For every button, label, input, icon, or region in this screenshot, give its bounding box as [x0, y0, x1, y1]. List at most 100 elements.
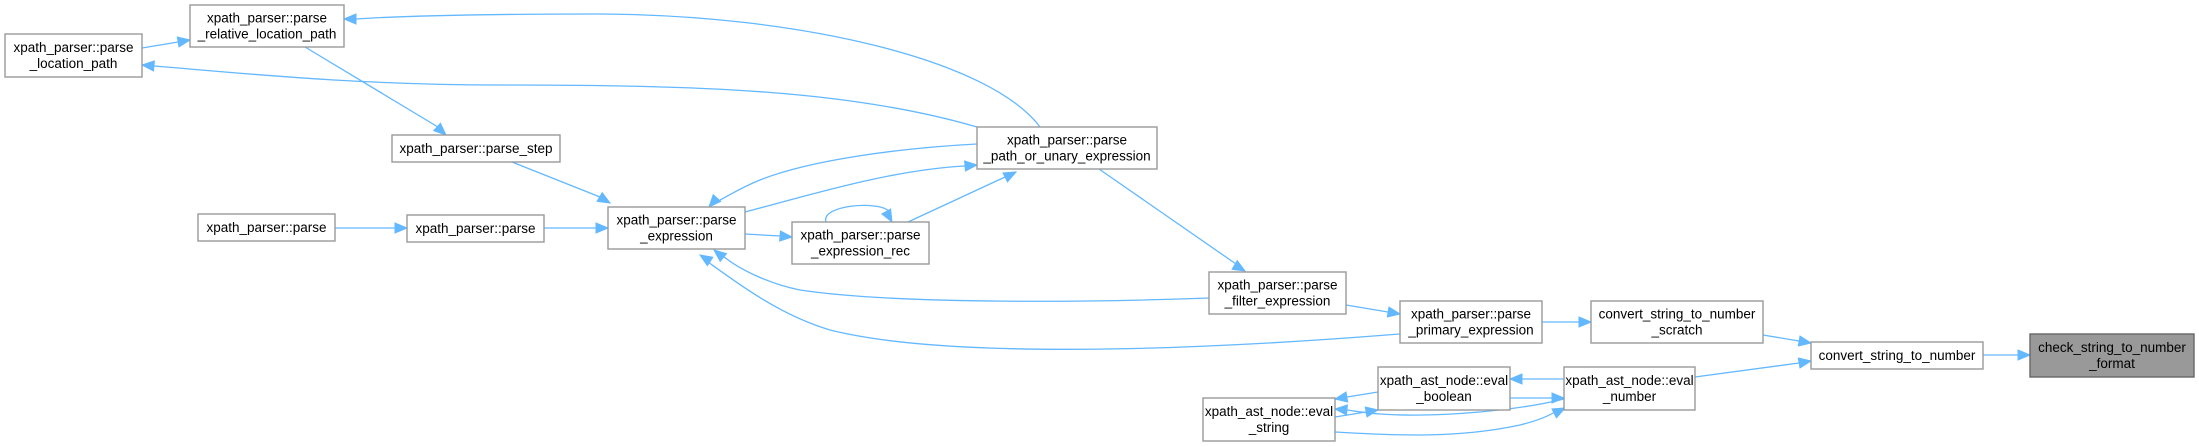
- node-box: [607, 206, 746, 250]
- edge-line: [744, 165, 966, 213]
- node-box: [976, 126, 1158, 170]
- arrowhead-icon: [1797, 357, 1813, 369]
- edge-line: [1346, 391, 1379, 398]
- node-conv-scratch[interactable]: convert_string_to_number_scratch: [1590, 300, 1764, 344]
- edge-rel_loc_path-to-parse_step: [304, 46, 447, 136]
- arrowhead-icon: [1551, 407, 1567, 419]
- edge-line: [719, 143, 978, 201]
- arrowhead-icon: [1508, 373, 1523, 385]
- edge-line: [1762, 334, 1800, 342]
- node-label-line: xpath_parser::parse: [800, 228, 920, 243]
- edge-line: [825, 204, 891, 223]
- node-label-line: _number: [1602, 389, 1657, 404]
- node-eval-boolean[interactable]: xpath_ast_node::eval_boolean: [1377, 366, 1511, 411]
- arrowhead-icon: [1002, 171, 1018, 183]
- edge-line: [744, 233, 781, 237]
- node-parse-step[interactable]: xpath_parser::parse_step: [391, 134, 561, 163]
- node-rel-loc-path[interactable]: xpath_parser::parse_relative_location_pa…: [189, 4, 345, 48]
- node-label-line: _primary_expression: [1407, 323, 1533, 338]
- edge-line: [1694, 362, 1800, 378]
- edge-path_or_unary-to-loc_path: [140, 60, 978, 128]
- arrowhead-icon: [712, 249, 728, 263]
- node-label-line: xpath_parser::parse: [415, 221, 535, 236]
- node-label-line: xpath_parser::parse: [1217, 278, 1337, 293]
- edge-line: [1098, 168, 1237, 265]
- edge-eval_boolean-to-eval_string: [1333, 391, 1379, 403]
- node-primary-expr[interactable]: xpath_parser::parse_primary_expression: [1399, 300, 1543, 344]
- node-filter-expr[interactable]: xpath_parser::parse_filter_expression: [1208, 271, 1347, 315]
- node-label-line: convert_string_to_number: [1819, 348, 1976, 363]
- edge-path_or_unary-to-filter_expr: [1098, 168, 1247, 272]
- arrowhead-icon: [2017, 349, 2032, 361]
- arrowhead-icon: [708, 193, 722, 208]
- node-label-line: _string: [1248, 420, 1290, 435]
- node-label-line: xpath_parser::parse: [206, 220, 326, 235]
- node-label-line: xpath_parser::parse_step: [399, 141, 552, 156]
- node-conv[interactable]: convert_string_to_number: [1810, 341, 1984, 370]
- node-loc-path[interactable]: xpath_parser::parse_location_path: [4, 33, 143, 78]
- node-box: [1208, 271, 1347, 315]
- node-path-or-unary[interactable]: xpath_parser::parse_path_or_unary_expres…: [976, 126, 1158, 170]
- arrowhead-icon: [176, 36, 192, 48]
- edge-line: [511, 161, 601, 198]
- arrowhead-icon: [1386, 306, 1402, 318]
- edge-expr_rec-to-expr_rec: [825, 204, 893, 224]
- edge-line: [304, 46, 439, 128]
- node-parse-a[interactable]: xpath_parser::parse: [197, 213, 336, 242]
- nodes-layer: xpath_parser::parse_location_pathxpath_p…: [4, 4, 2195, 442]
- edge-parse_step-to-parse_expr: [511, 161, 612, 204]
- node-label-line: _boolean: [1415, 389, 1472, 404]
- edge-eval_number-to-eval_string: [1333, 398, 1565, 416]
- edge-line: [1334, 411, 1367, 418]
- node-label-line: _format: [2088, 356, 2135, 371]
- edge-loc_path-to-rel_loc_path: [141, 36, 192, 49]
- node-box: [2029, 333, 2195, 378]
- node-parse-expr[interactable]: xpath_parser::parse_expression: [607, 206, 746, 250]
- node-label-line: xpath_parser::parse: [207, 11, 327, 26]
- edge-line: [1334, 411, 1556, 436]
- node-expr-rec[interactable]: xpath_parser::parse_expression_rec: [791, 221, 930, 265]
- node-box: [1202, 397, 1336, 442]
- node-eval-string[interactable]: xpath_ast_node::eval_string: [1202, 397, 1336, 442]
- edge-line: [1345, 304, 1389, 313]
- node-box: [1399, 300, 1543, 344]
- edge-line: [1346, 398, 1565, 416]
- arrowhead-icon: [1333, 404, 1348, 416]
- node-label-line: xpath_ast_node::eval: [1380, 373, 1508, 388]
- node-box: [1563, 366, 1696, 411]
- node-label-line: xpath_parser::parse: [1007, 133, 1127, 148]
- edge-line: [355, 13, 1041, 128]
- edge-line: [141, 41, 179, 49]
- arrowhead-icon: [964, 160, 979, 172]
- node-eval-number[interactable]: xpath_ast_node::eval_number: [1563, 366, 1696, 411]
- node-box: [197, 213, 336, 242]
- node-box: [189, 4, 345, 48]
- edge-line: [153, 65, 978, 128]
- arrowhead-icon: [1797, 335, 1813, 347]
- arrowhead-icon: [698, 254, 714, 267]
- node-check-fmt[interactable]: check_string_to_number_format: [2029, 333, 2195, 378]
- edge-path_or_unary-to-rel_loc_path: [342, 13, 1041, 128]
- node-label-line: check_string_to_number: [2038, 340, 2186, 355]
- node-box: [4, 33, 143, 78]
- node-label-line: convert_string_to_number: [1599, 307, 1756, 322]
- node-parse-b[interactable]: xpath_parser::parse: [406, 214, 545, 243]
- arrowhead-icon: [881, 208, 893, 224]
- edge-parse_expr-to-expr_rec: [744, 230, 794, 242]
- arrowhead-icon: [779, 230, 794, 242]
- arrowhead-icon: [1578, 316, 1593, 328]
- node-box: [406, 214, 545, 243]
- edge-filter_expr-to-primary_expr: [1345, 304, 1402, 318]
- edge-parse_expr-to-path_or_unary: [744, 160, 979, 213]
- edges-layer: [140, 13, 2032, 436]
- edge-conv-to-check_fmt: [1983, 349, 2032, 361]
- node-box: [1377, 366, 1511, 411]
- node-label-line: _path_or_unary_expression: [982, 149, 1150, 164]
- node-box: [791, 221, 930, 265]
- node-label-line: _relative_location_path: [197, 27, 337, 42]
- edge-line: [707, 261, 1401, 350]
- edge-eval_number-to-eval_boolean: [1508, 373, 1564, 385]
- edge-line: [907, 176, 1006, 223]
- node-label-line: _location_path: [29, 56, 118, 71]
